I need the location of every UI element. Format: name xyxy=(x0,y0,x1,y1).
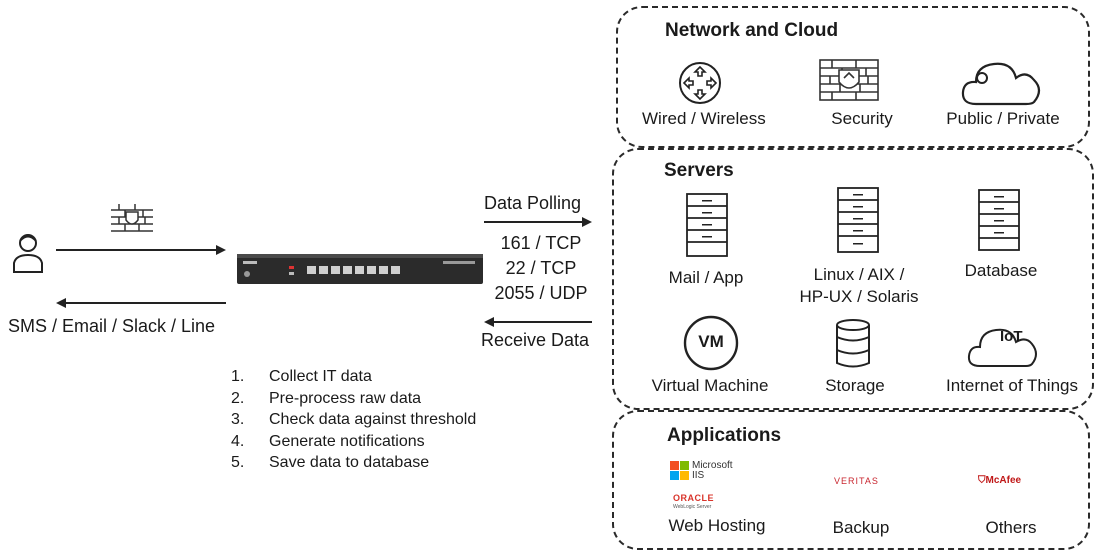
network-cloud-title: Network and Cloud xyxy=(665,20,839,41)
public-private-label: Public / Private xyxy=(946,109,1060,128)
storage-icon xyxy=(836,319,870,368)
process-step: 2.Pre-process raw data xyxy=(231,389,422,407)
virtual-machine-icon xyxy=(683,315,739,371)
process-step: 4.Generate notifications xyxy=(231,432,425,450)
vm-icon-text: VM xyxy=(698,332,724,351)
unix-servers-line: Linux / AIX / xyxy=(813,265,905,284)
database-label: Database xyxy=(964,261,1038,280)
router-icon xyxy=(679,62,721,104)
unix-servers-line: HP-UX / Solaris xyxy=(799,287,919,306)
iot-label: Internet of Things xyxy=(946,376,1078,395)
server-rack-icon xyxy=(837,187,879,253)
user-icon xyxy=(13,234,43,273)
microsoft-wordmark: Microsoft xyxy=(692,460,733,471)
database-server-icon xyxy=(978,189,1020,251)
iis-wordmark: IIS xyxy=(692,470,705,481)
unix-servers-label: Linux / AIX / HP-UX / Solaris xyxy=(796,264,922,308)
iot-cloud-icon xyxy=(967,328,1037,367)
arrow-to-appliance xyxy=(56,245,226,255)
server-icon xyxy=(686,193,728,257)
alert-channels-label: SMS / Email / Slack / Line xyxy=(8,316,216,336)
servers-title: Servers xyxy=(664,160,734,181)
port-label: 22 / TCP xyxy=(505,258,577,278)
virtual-machine-label: Virtual Machine xyxy=(651,376,769,395)
oracle-logo: ORACLE xyxy=(673,493,714,503)
port-label: 161 / TCP xyxy=(500,233,582,253)
cloud-icon xyxy=(961,62,1041,106)
arrow-to-user xyxy=(56,298,226,308)
process-step: 5.Save data to database xyxy=(231,454,430,471)
security-label: Security xyxy=(831,109,893,128)
applications-title: Applications xyxy=(667,425,782,446)
arrow-data-polling xyxy=(484,217,592,227)
firewall-icon xyxy=(819,59,879,101)
veritas-logo: VERITAS xyxy=(834,476,879,486)
ports-list: 161 / TCP 22 / TCP 2055 / UDP xyxy=(484,231,598,306)
storage-label: Storage xyxy=(825,376,885,395)
mcafee-wordmark: McAfee xyxy=(985,475,1022,486)
process-step: 3.Check data against threshold xyxy=(231,411,477,428)
applications-panel xyxy=(612,410,1090,550)
mcafee-shield-icon: ⛉ xyxy=(978,475,986,486)
arrow-receive-data xyxy=(484,317,592,327)
process-steps-list: 1.Collect IT data 2.Pre-process raw data… xyxy=(231,366,476,474)
microsoft-logo xyxy=(670,461,689,480)
data-polling-label: Data Polling xyxy=(484,193,582,213)
receive-data-label: Receive Data xyxy=(481,330,590,350)
web-hosting-label: Web Hosting xyxy=(668,516,766,535)
servers-panel xyxy=(612,148,1094,410)
mcafee-logo: ⛉McAfee xyxy=(978,475,1021,486)
others-label: Others xyxy=(985,518,1037,537)
port-label: 2055 / UDP xyxy=(494,283,588,303)
backup-label: Backup xyxy=(832,518,890,537)
mail-app-label: Mail / App xyxy=(668,268,744,287)
appliance-device xyxy=(237,254,483,284)
network-cloud-panel xyxy=(616,6,1090,148)
iot-icon-text: IoT xyxy=(1000,328,1023,345)
wired-wireless-label: Wired / Wireless xyxy=(642,109,766,128)
weblogic-logo-text: WebLogic Server xyxy=(673,504,712,510)
firewall-icon xyxy=(111,204,153,232)
microsoft-logo-text: Microsoft IIS xyxy=(692,461,733,481)
process-step: 1.Collect IT data xyxy=(231,368,372,385)
